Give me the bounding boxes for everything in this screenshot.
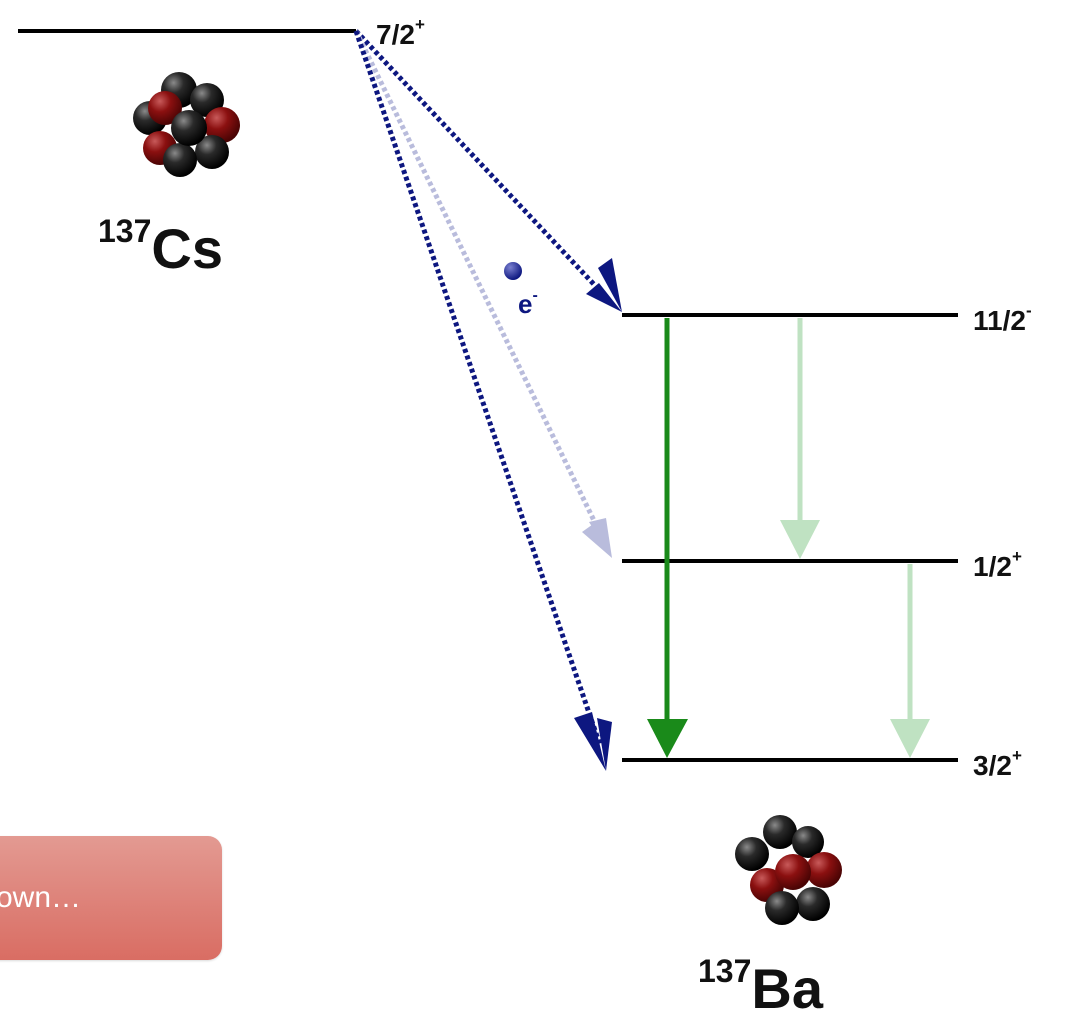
electron-icon bbox=[504, 262, 522, 280]
electron-label: e- bbox=[518, 287, 538, 319]
cs137-nucleus-icon bbox=[133, 72, 240, 177]
gamma-arrow-1-2-to-3-2 bbox=[890, 564, 930, 758]
show-more-label: own… bbox=[0, 881, 82, 914]
level-label-1-2: 1/2+ bbox=[973, 547, 1022, 582]
show-more-button[interactable]: own… bbox=[0, 836, 222, 960]
ba137-nucleus-icon bbox=[735, 815, 842, 925]
cs137-label: 137Cs bbox=[98, 213, 223, 280]
beta-arrow-to-3-2 bbox=[353, 30, 612, 771]
level-label-11-2: 11/2- bbox=[973, 301, 1032, 336]
beta-arrow-to-11-2 bbox=[354, 29, 622, 312]
ba137-label: 137Ba bbox=[698, 953, 824, 1013]
parent-level-label: 7/2+ bbox=[376, 15, 425, 50]
gamma-arrow-11-2-to-3-2 bbox=[647, 318, 688, 758]
gamma-arrow-11-2-to-1-2 bbox=[780, 318, 820, 559]
level-label-3-2: 3/2+ bbox=[973, 746, 1022, 781]
beta-arrow-to-1-2-faint bbox=[353, 29, 612, 558]
